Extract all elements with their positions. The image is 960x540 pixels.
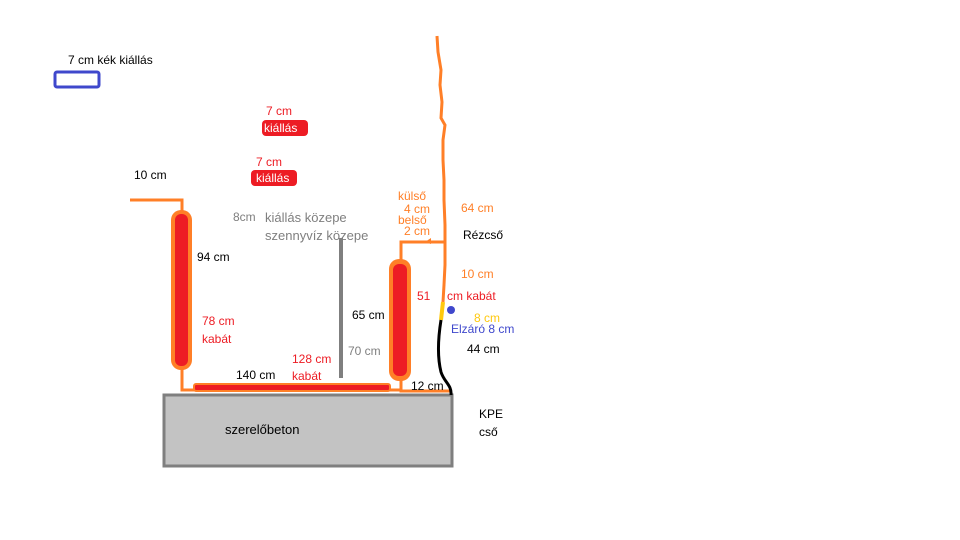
stub2-word: kiállás: [256, 171, 290, 185]
kpe-label-2: cső: [479, 425, 498, 439]
left-top-pipe: [130, 198, 184, 212]
left-riser-length: 94 cm: [197, 250, 230, 264]
right-lower-pipe: [399, 379, 452, 393]
top-length: 64 cm: [461, 201, 494, 215]
left-top-length: 10 cm: [134, 168, 167, 182]
bottom-length: 140 cm: [236, 368, 276, 382]
valve-label: Elzáró 8 cm: [451, 322, 515, 336]
right-riser-length: 65 cm: [352, 308, 385, 322]
right-jacket-word: cm kabát: [447, 289, 496, 303]
blue-stub-shape: [53, 70, 101, 89]
inner-label: belső: [398, 213, 427, 227]
inner-length: 2 cm: [404, 224, 431, 238]
offset-marker: [425, 238, 431, 244]
valve: [439, 301, 445, 321]
center-label-1: kiállás közepe: [265, 210, 347, 225]
left-riser-jacket: [175, 214, 188, 366]
right-jacket-number: 51: [417, 289, 431, 303]
copper-pipe: [435, 35, 447, 303]
stub2-badge: [251, 170, 297, 186]
kpe-hose: [436, 319, 453, 396]
gray-line-length: 70 cm: [348, 344, 381, 358]
stub1-length: 7 cm: [266, 104, 293, 118]
bottom-jacket-word: kabát: [292, 369, 322, 383]
kpe-label-1: KPE: [479, 407, 504, 421]
bottom-jacket: [193, 383, 391, 392]
concrete-slab: [162, 393, 454, 468]
copper-label: Rézcső: [463, 228, 504, 242]
right-riser-jacket: [393, 264, 407, 376]
stub2-length: 7 cm: [256, 155, 283, 169]
stub1-badge: [262, 120, 308, 136]
gray-offset-label: 8cm: [233, 210, 256, 224]
left-jacket-length: 78 cm: [202, 314, 235, 328]
blue-stub-label: 7 cm kék kiállás: [68, 53, 153, 67]
stub1-word: kiállás: [264, 121, 298, 135]
concrete-label: szerelőbeton: [225, 422, 300, 437]
outer-length: 4 cm: [404, 202, 431, 216]
right-top-pipe: [399, 240, 444, 261]
valve-length: 8 cm: [474, 311, 501, 325]
bottom-jacket-length: 128 cm: [292, 352, 332, 366]
right-10-length: 10 cm: [461, 267, 494, 281]
right-44-length: 44 cm: [467, 342, 500, 356]
right-bottom-length: 12 cm: [411, 379, 444, 393]
center-label-2: szennyvíz közepe: [265, 228, 369, 243]
valve-handle: [447, 306, 455, 314]
left-jacket-word: kabát: [202, 332, 232, 346]
outer-label: külső: [398, 189, 427, 203]
